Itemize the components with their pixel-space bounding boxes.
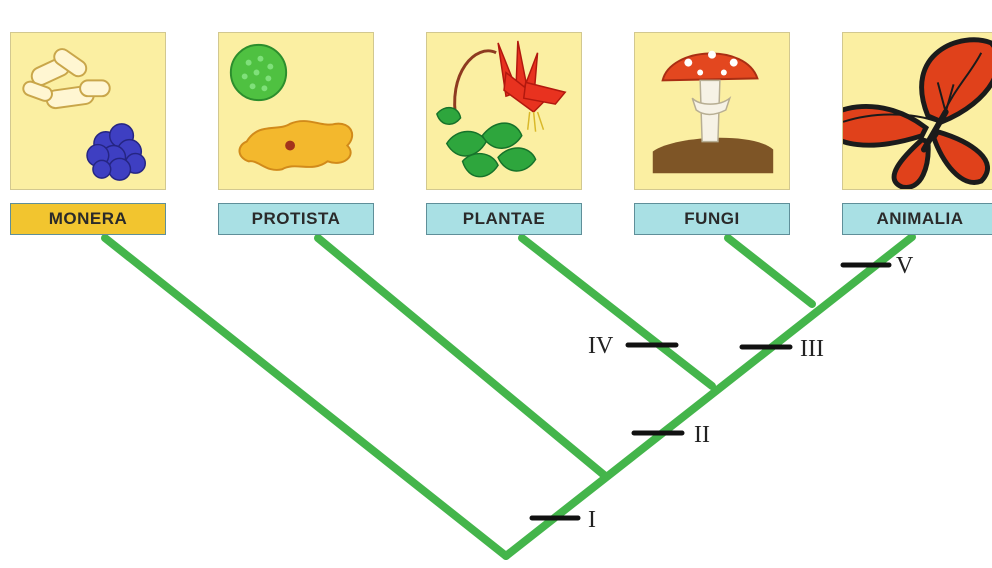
kingdom-label-animalia: ANIMALIA: [842, 203, 992, 235]
kingdom-label-plantae: PLANTAE: [426, 203, 582, 235]
marker-label-I: I: [588, 507, 596, 533]
branch-plantae: [518, 234, 716, 390]
plantae-panel: [426, 32, 582, 190]
branch-fungi: [724, 234, 816, 308]
kingdom-label-protista: PROTISTA: [218, 203, 374, 235]
fungi-panel: [634, 32, 790, 190]
kingdom-label-text: FUNGI: [684, 209, 740, 228]
protist-image: [229, 43, 354, 171]
bacteria-image: [22, 48, 146, 181]
kingdom-label-monera: MONERA: [10, 203, 166, 235]
marker-label-III: III: [800, 336, 824, 362]
protista-panel: [218, 32, 374, 190]
kingdom-label-text: PROTISTA: [251, 209, 341, 228]
kingdom-label-fungi: FUNGI: [634, 203, 790, 235]
plant-image: [436, 40, 567, 178]
marker-label-V: V: [896, 253, 914, 279]
branch-protista: [314, 234, 608, 479]
branch-monera: [101, 234, 510, 560]
kingdom-label-text: MONERA: [48, 209, 128, 228]
kingdom-label-text: ANIMALIA: [876, 209, 964, 228]
marker-label-IV: IV: [588, 333, 614, 359]
mushroom-image: [652, 50, 774, 174]
marker-label-II: II: [694, 422, 710, 448]
animalia-panel: [842, 32, 992, 190]
butterfly-image: [843, 37, 992, 189]
monera-panel: [10, 32, 166, 190]
branch-trunk-right: [502, 233, 916, 560]
kingdom-label-text: PLANTAE: [462, 209, 546, 228]
